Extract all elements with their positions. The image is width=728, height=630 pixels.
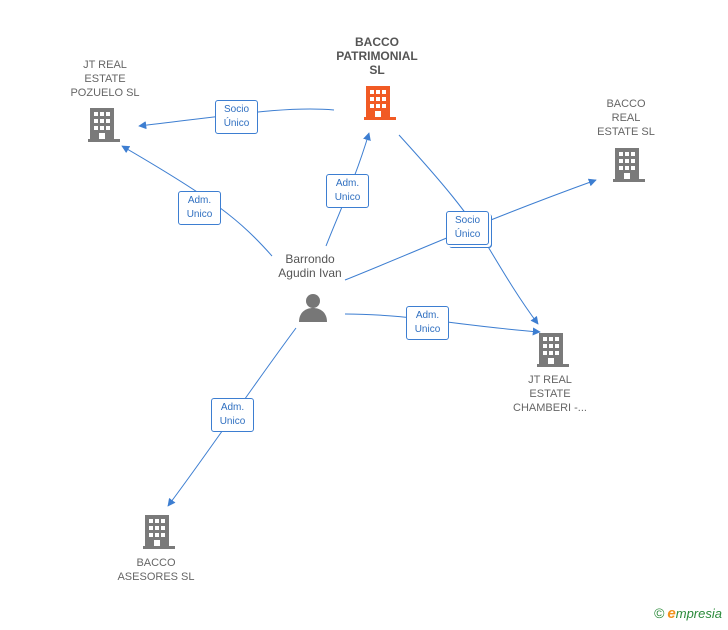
- person-icon[interactable]: [299, 294, 327, 322]
- node-label-jt-pozuelo[interactable]: JT REAL ESTATE POZUELO SL: [70, 59, 140, 99]
- building-icon-bacco-patrimonial[interactable]: [364, 86, 396, 120]
- node-label-bacco-real-estate[interactable]: BACCO REAL ESTATE SL: [597, 98, 655, 138]
- empresia-logo[interactable]: ©empresia: [654, 605, 722, 622]
- node-label-bacco-asesores[interactable]: BACCO ASESORES SL: [117, 557, 195, 583]
- building-icon-bacco-asesores[interactable]: [143, 515, 175, 549]
- edge-label-adm-unico-asesores: Adm. Unico: [211, 398, 254, 432]
- building-icon-jt-pozuelo[interactable]: [88, 108, 120, 142]
- edge-patrimonial-to-chamberi: [398, 134, 539, 325]
- brand-initial: e: [667, 605, 676, 622]
- node-label-jt-chamberi[interactable]: JT REAL ESTATE CHAMBERI -...: [513, 374, 587, 414]
- building-icon-bacco-real-estate[interactable]: [613, 148, 645, 182]
- edge-label-socio-unico-real-estate: Socio Único: [446, 211, 489, 245]
- edge-label-adm-unico-patrimonial: Adm. Unico: [326, 174, 369, 208]
- building-icon-jt-chamberi[interactable]: [537, 333, 569, 367]
- node-label-bacco-patrimonial[interactable]: BACCO PATRIMONIAL SL: [336, 35, 418, 77]
- node-label-person[interactable]: Barrondo Agudin Ivan: [278, 252, 342, 280]
- copyright-symbol: ©: [654, 605, 665, 621]
- edge-label-adm-unico-chamberi: Adm. Unico: [406, 306, 449, 340]
- edge-label-socio-unico-pozuelo: Socio Único: [215, 100, 258, 134]
- edge-label-adm-unico-pozuelo: Adm. Unico: [178, 191, 221, 225]
- brand-name: mpresia: [675, 606, 722, 621]
